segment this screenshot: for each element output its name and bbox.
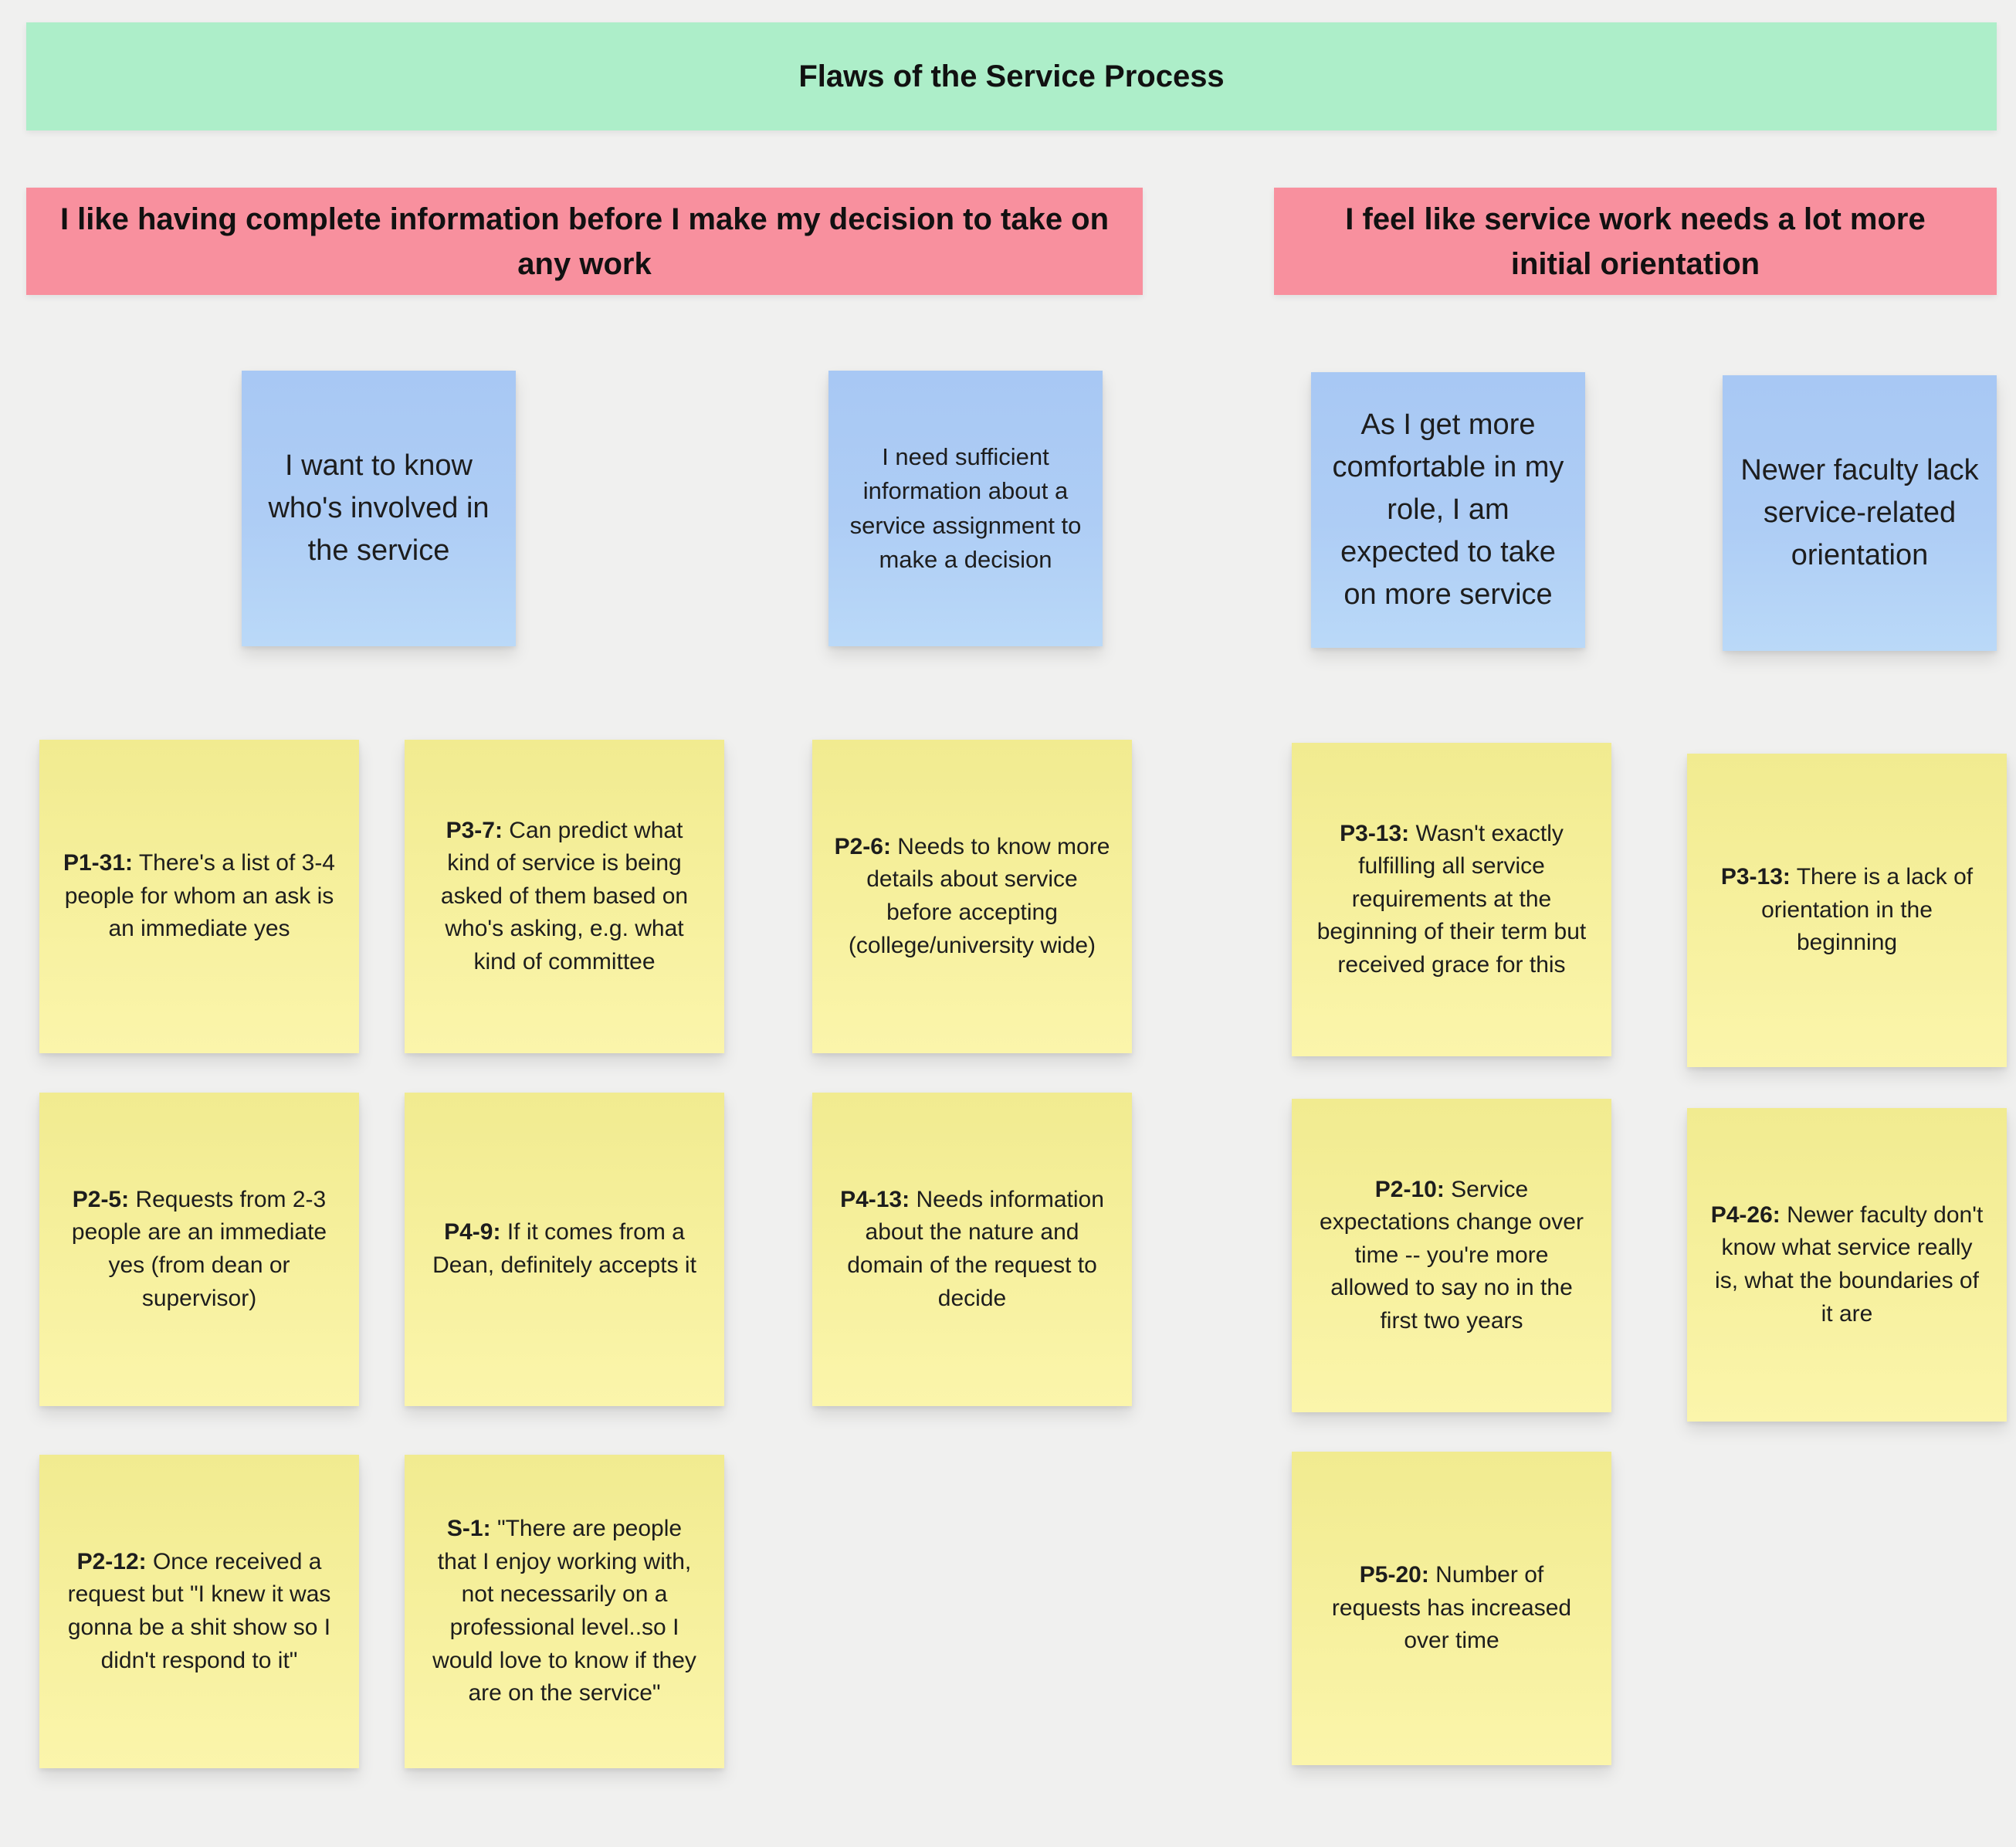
participant-code: P2-6: (834, 833, 891, 859)
sticky-note-s-1[interactable]: S-1: "There are people that I enjoy work… (405, 1455, 724, 1768)
participant-code: P4-13: (840, 1186, 910, 1212)
sticky-note-p2-6[interactable]: P2-6: Needs to know more details about s… (812, 740, 1132, 1053)
group-header-right[interactable]: I feel like service work needs a lot mor… (1274, 188, 1997, 295)
note-text: P5-20: Number of requests has increased … (1331, 1562, 1572, 1654)
participant-code: P3-13: (1720, 864, 1791, 890)
sticky-note-p4-9[interactable]: P4-9: If it comes from a Dean, definitel… (405, 1093, 724, 1406)
note-text: P3-13: There is a lack of orientation in… (1720, 864, 1974, 956)
participant-code: S-1: (446, 1516, 491, 1542)
sticky-note-p2-5[interactable]: P2-5: Requests from 2-3 people are an im… (39, 1093, 359, 1406)
note-text: P2-6: Needs to know more details about s… (834, 833, 1110, 958)
note-text: P3-7: Can predict what kind of service i… (440, 817, 689, 974)
participant-code: P3-13: (1340, 820, 1410, 846)
participant-code: P4-26: (1710, 1201, 1781, 1228)
participant-code: P4-9: (444, 1219, 501, 1245)
sticky-note-p3-13-lack-orientation[interactable]: P3-13: There is a lack of orientation in… (1687, 754, 2007, 1067)
note-text: I want to know who's involved in the ser… (268, 449, 490, 568)
sticky-note-p4-26[interactable]: P4-26: Newer faculty don't know what ser… (1687, 1108, 2007, 1422)
note-text: P1-31: There's a list of 3-4 people for … (63, 850, 335, 942)
insight-note-lack-orientation[interactable]: Newer faculty lack service-related orien… (1723, 375, 1997, 651)
insight-note-who-is-involved[interactable]: I want to know who's involved in the ser… (242, 371, 516, 646)
sticky-note-p2-10[interactable]: P2-10: Service expectations change over … (1292, 1099, 1611, 1412)
sticky-note-p4-13[interactable]: P4-13: Needs information about the natur… (812, 1093, 1132, 1406)
note-text: P2-5: Requests from 2-3 people are an im… (71, 1186, 327, 1311)
participant-code: P2-5: (72, 1186, 130, 1212)
sticky-note-p3-7[interactable]: P3-7: Can predict what kind of service i… (405, 740, 724, 1053)
note-text: I need sufficient information about a se… (849, 443, 1082, 573)
note-text: S-1: "There are people that I enjoy work… (432, 1516, 696, 1706)
group-header-label: I feel like service work needs a lot mor… (1345, 202, 1926, 281)
sticky-note-p5-20[interactable]: P5-20: Number of requests has increased … (1292, 1452, 1611, 1765)
board-title-banner[interactable]: Flaws of the Service Process (26, 22, 1997, 130)
participant-code: P2-10: (1374, 1176, 1445, 1202)
participant-code: P1-31: (63, 850, 134, 876)
sticky-note-p2-12[interactable]: P2-12: Once received a request but "I kn… (39, 1455, 359, 1768)
group-header-left[interactable]: I like having complete information befor… (26, 188, 1143, 295)
group-header-label: I like having complete information befor… (59, 202, 1110, 281)
participant-code: P3-7: (446, 817, 503, 843)
participant-code: P5-20: (1359, 1562, 1429, 1588)
note-text: As I get more comfortable in my role, I … (1332, 408, 1564, 612)
note-text: P3-13: Wasn't exactly fulfilling all ser… (1316, 820, 1587, 978)
note-text: P2-10: Service expectations change over … (1320, 1176, 1584, 1334)
sticky-note-p3-13-grace[interactable]: P3-13: Wasn't exactly fulfilling all ser… (1292, 743, 1611, 1056)
note-text: P4-26: Newer faculty don't know what ser… (1710, 1201, 1984, 1327)
note-text: P4-13: Needs information about the natur… (840, 1186, 1104, 1311)
participant-code: P2-12: (76, 1548, 147, 1574)
insight-note-sufficient-information[interactable]: I need sufficient information about a se… (828, 371, 1103, 646)
note-text: Newer faculty lack service-related orien… (1740, 453, 1979, 572)
note-text: P2-12: Once received a request but "I kn… (67, 1548, 331, 1673)
sticky-note-p1-31[interactable]: P1-31: There's a list of 3-4 people for … (39, 740, 359, 1053)
board-title: Flaws of the Service Process (798, 59, 1225, 93)
note-text: P4-9: If it comes from a Dean, definitel… (432, 1219, 696, 1278)
insight-note-expected-more-service[interactable]: As I get more comfortable in my role, I … (1311, 372, 1585, 648)
